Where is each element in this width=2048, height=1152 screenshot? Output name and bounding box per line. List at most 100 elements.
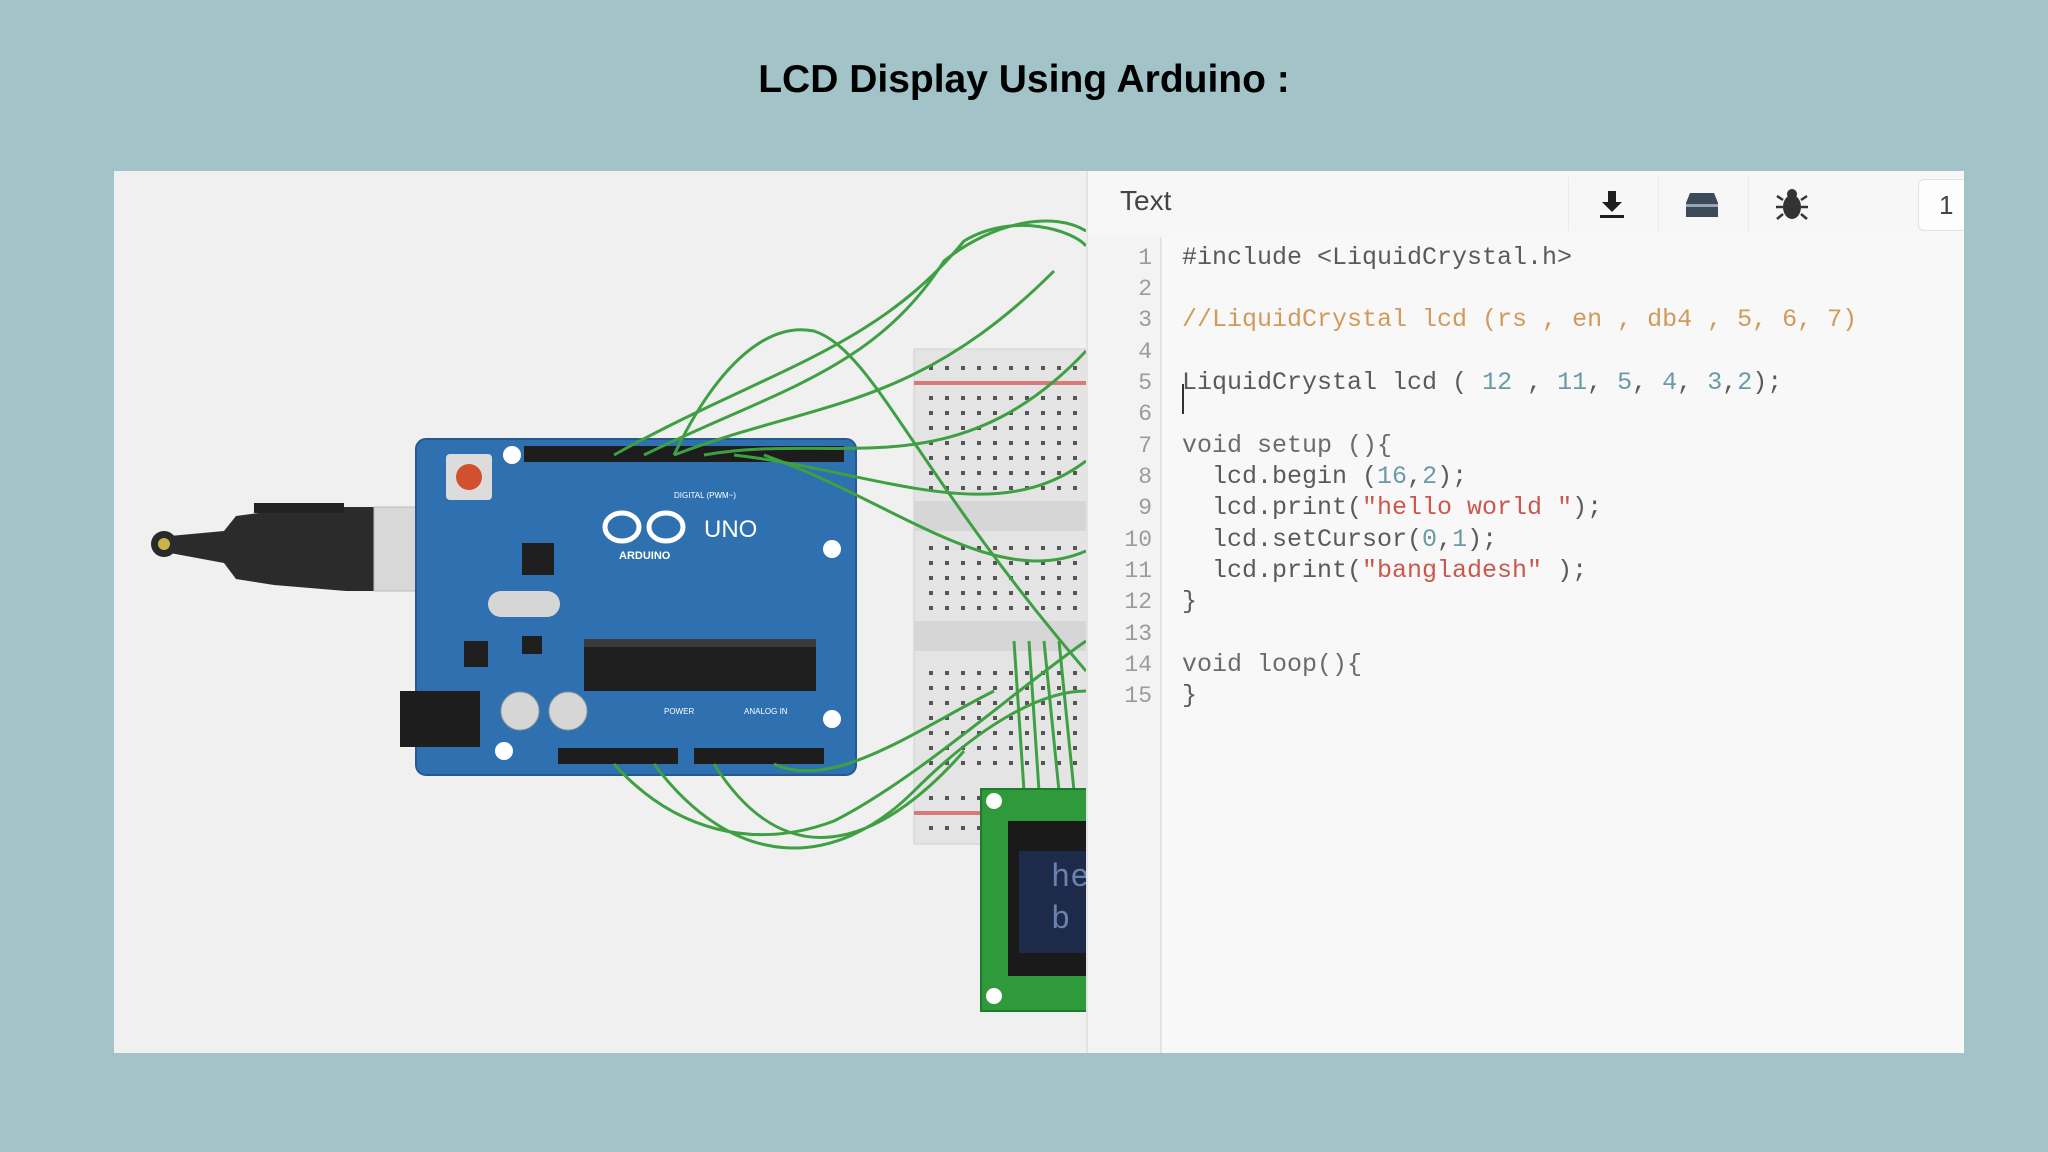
- line-number: 4: [1138, 339, 1152, 365]
- circuit-drawing: UNO ARDUINO DIGITAL (PWM~) POWER ANALOG …: [151, 219, 1086, 1012]
- breadboard-hole: [977, 761, 981, 765]
- breadboard-hole: [945, 761, 949, 765]
- code-token: lcd.print(: [1182, 556, 1363, 585]
- code-token: ,: [1677, 368, 1708, 397]
- code-line-12: }: [1182, 587, 1197, 616]
- breadboard-hole: [977, 561, 981, 565]
- breadboard-hole: [993, 576, 997, 580]
- tinkercad-screenshot: UNO ARDUINO DIGITAL (PWM~) POWER ANALOG …: [114, 171, 1964, 1053]
- breadboard-hole: [1041, 471, 1045, 475]
- breadboard-hole: [1009, 546, 1013, 550]
- breadboard-hole: [977, 546, 981, 550]
- breadboard-hole: [1041, 701, 1045, 705]
- breadboard-hole: [1025, 591, 1029, 595]
- breadboard-hole: [977, 591, 981, 595]
- breadboard-hole: [961, 686, 965, 690]
- breadboard-hole: [961, 471, 965, 475]
- breadboard-hole: [1041, 441, 1045, 445]
- breadboard-hole: [961, 576, 965, 580]
- code-string: "hello world ": [1362, 493, 1573, 522]
- breadboard-hole: [1057, 701, 1061, 705]
- code-line-8: lcd.begin (16,2);: [1182, 462, 1467, 491]
- breadboard-hole: [1009, 471, 1013, 475]
- breadboard-hole: [1009, 426, 1013, 430]
- code-token: #include <LiquidCrystal.h>: [1182, 243, 1573, 272]
- breadboard-hole: [1009, 561, 1013, 565]
- breadboard-hole: [1057, 366, 1061, 370]
- upload-button[interactable]: [1658, 177, 1745, 231]
- breadboard-hole: [1025, 546, 1029, 550]
- digital-header-label: DIGITAL (PWM~): [674, 491, 736, 500]
- breadboard-hole: [1041, 606, 1045, 610]
- code-line-5: LiquidCrystal lcd ( 12 , 11, 5, 4, 3,2);: [1182, 368, 1782, 397]
- breadboard-hole: [929, 471, 933, 475]
- breadboard-hole: [1073, 396, 1077, 400]
- code-token: lcd.begin (: [1182, 462, 1378, 491]
- breadboard-hole: [945, 471, 949, 475]
- line-number: 3: [1138, 307, 1152, 333]
- editor-mode-dropdown[interactable]: Text: [1120, 185, 1172, 216]
- breadboard-hole: [1073, 546, 1077, 550]
- breadboard-hole: [1041, 456, 1045, 460]
- breadboard-hole: [945, 826, 949, 830]
- line-number: 10: [1124, 527, 1152, 553]
- code-token: LiquidCrystal lcd (: [1182, 368, 1483, 397]
- code-token: ,: [1587, 368, 1618, 397]
- breadboard-hole: [977, 396, 981, 400]
- code-token: );: [1752, 368, 1783, 397]
- breadboard-hole: [1041, 686, 1045, 690]
- breadboard-hole: [945, 701, 949, 705]
- breadboard-hole: [1025, 366, 1029, 370]
- breadboard-hole: [929, 716, 933, 720]
- line-number: 13: [1124, 621, 1152, 647]
- line-number: 14: [1124, 652, 1152, 678]
- breadboard-hole: [1025, 576, 1029, 580]
- breadboard-hole: [1025, 471, 1029, 475]
- breadboard-hole: [929, 366, 933, 370]
- debug-button[interactable]: [1748, 177, 1835, 231]
- code-number: 0: [1422, 525, 1438, 554]
- breadboard-hole: [1041, 731, 1045, 735]
- breadboard-hole: [977, 606, 981, 610]
- upload-mode-selector[interactable]: 1: [1918, 179, 1964, 231]
- breadboard-hole: [1073, 576, 1077, 580]
- breadboard-hole: [945, 671, 949, 675]
- arduino-uno-board[interactable]: UNO ARDUINO DIGITAL (PWM~) POWER ANALOG …: [400, 438, 857, 776]
- code-token: );: [1572, 493, 1603, 522]
- breadboard-hole: [1025, 731, 1029, 735]
- jumper-wires[interactable]: [612, 219, 1086, 850]
- lcd-module[interactable]: he b: [980, 788, 1086, 1012]
- breadboard-hole: [977, 441, 981, 445]
- breadboard-hole: [1009, 701, 1013, 705]
- breadboard-hole: [945, 796, 949, 800]
- breadboard-hole: [1057, 686, 1061, 690]
- code-token: lcd.setCursor(: [1182, 525, 1423, 554]
- breadboard-hole: [929, 396, 933, 400]
- line-number: 15: [1124, 683, 1152, 709]
- breadboard-hole: [977, 366, 981, 370]
- breadboard-hole: [1073, 761, 1077, 765]
- breadboard-hole: [1073, 686, 1077, 690]
- breadboard-hole: [1073, 701, 1077, 705]
- download-button[interactable]: [1568, 177, 1655, 231]
- breadboard-hole: [993, 591, 997, 595]
- code-number: 12: [1482, 368, 1513, 397]
- breadboard-hole: [977, 486, 981, 490]
- code-line-14: void loop(){: [1182, 650, 1362, 679]
- breadboard[interactable]: [913, 348, 1086, 845]
- code-line-1: #include <LiquidCrystal.h>: [1182, 243, 1572, 272]
- breadboard-hole: [961, 411, 965, 415]
- breadboard-hole: [993, 716, 997, 720]
- breadboard-hole: [977, 686, 981, 690]
- breadboard-hole: [961, 591, 965, 595]
- breadboard-hole: [1073, 486, 1077, 490]
- code-text-area[interactable]: #include <LiquidCrystal.h> //LiquidCryst…: [1162, 237, 1964, 1053]
- breadboard-hole: [961, 796, 965, 800]
- breadboard-hole: [945, 441, 949, 445]
- breadboard-hole: [929, 561, 933, 565]
- circuit-canvas[interactable]: UNO ARDUINO DIGITAL (PWM~) POWER ANALOG …: [114, 171, 1086, 1053]
- breadboard-hole: [945, 456, 949, 460]
- code-token: ,: [1512, 368, 1558, 397]
- breadboard-hole: [945, 576, 949, 580]
- breadboard-hole: [945, 396, 949, 400]
